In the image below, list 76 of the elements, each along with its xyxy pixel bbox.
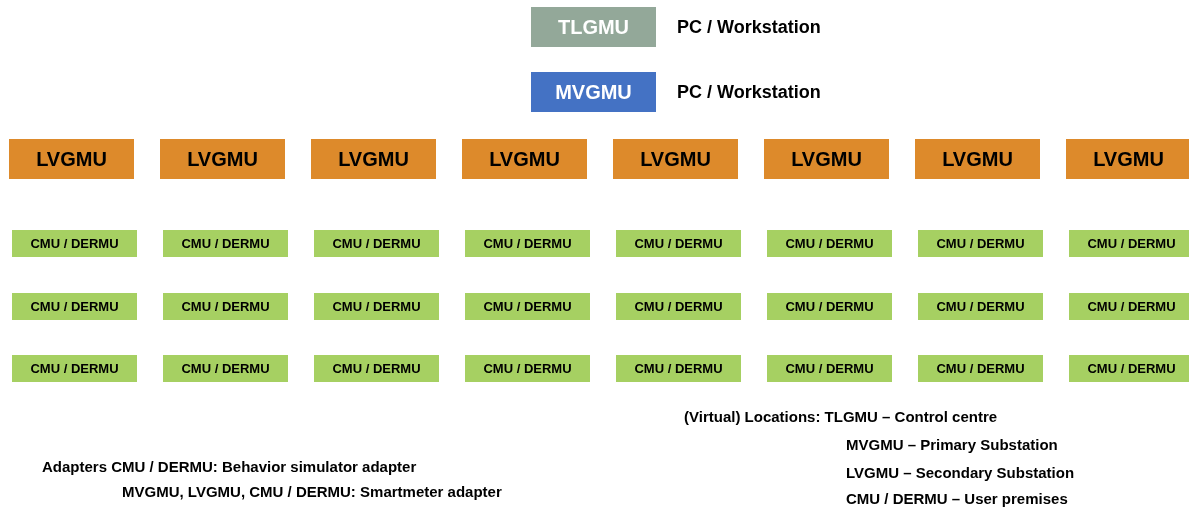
unit-label: CMU / DERMU xyxy=(332,236,421,251)
lvgmu-box xyxy=(462,139,587,179)
cmu-box xyxy=(12,293,137,320)
unit-label: CMU / DERMU xyxy=(936,299,1025,314)
unit-label: CMU / DERMU xyxy=(634,299,723,314)
unit-label: CMU / DERMU xyxy=(30,299,119,314)
cmu-box xyxy=(616,355,741,382)
cmu-box xyxy=(616,230,741,257)
unit-label: CMU / DERMU xyxy=(785,361,874,376)
lvgmu-box xyxy=(613,139,738,179)
cmu-box xyxy=(1069,293,1189,320)
unit-label: CMU / DERMU xyxy=(1087,361,1176,376)
unit-label: CMU / DERMU xyxy=(483,361,572,376)
cmu-box xyxy=(314,293,439,320)
cmu-box xyxy=(163,293,288,320)
unit-label: CMU / DERMU xyxy=(785,299,874,314)
lvgmu-box xyxy=(9,139,134,179)
cmu-box xyxy=(12,355,137,382)
adapter-note: MVGMU, LVGMU, CMU / DERMU: Smartmeter adapter xyxy=(122,483,502,500)
unit-label: LVGMU xyxy=(489,147,560,171)
cmu-box xyxy=(1069,355,1189,382)
cmu-box xyxy=(616,293,741,320)
adapter-note: Adapters CMU / DERMU: Behavior simulator adapter xyxy=(42,458,417,475)
platform-note: PC / Workstation xyxy=(677,17,821,38)
platform-note: PC / Workstation xyxy=(677,82,821,103)
unit-label: LVGMU xyxy=(791,147,862,171)
cmu-box xyxy=(314,355,439,382)
unit-label: CMU / DERMU xyxy=(1087,299,1176,314)
cmu-box xyxy=(918,293,1043,320)
unit-label: CMU / DERMU xyxy=(332,361,421,376)
cmu-box xyxy=(918,230,1043,257)
lvgmu-box xyxy=(160,139,285,179)
unit-label: CMU / DERMU xyxy=(1087,236,1176,251)
unit-label: LVGMU xyxy=(36,147,107,171)
lvgmu-box xyxy=(915,139,1040,179)
unit-label: LVGMU xyxy=(338,147,409,171)
unit-label: CMU / DERMU xyxy=(936,361,1025,376)
cmu-box xyxy=(1069,230,1189,257)
unit-label: LVGMU xyxy=(187,147,258,171)
unit-label: CMU / DERMU xyxy=(30,236,119,251)
unit-label: CMU / DERMU xyxy=(181,361,270,376)
unit-label: CMU / DERMU xyxy=(634,361,723,376)
cmu-box xyxy=(12,230,137,257)
cmu-box xyxy=(767,355,892,382)
lvgmu-box xyxy=(311,139,436,179)
unit-label: CMU / DERMU xyxy=(936,236,1025,251)
unit-label: MVGMU xyxy=(555,80,632,104)
location-note: (Virtual) Locations: TLGMU – Control centre xyxy=(684,408,998,425)
mvgmu-box xyxy=(531,72,656,112)
cmu-box xyxy=(767,230,892,257)
unit-label: TLGMU xyxy=(557,15,630,39)
unit-label: CMU / DERMU xyxy=(785,236,874,251)
cmu-box xyxy=(767,293,892,320)
unit-label: CMU / DERMU xyxy=(634,236,723,251)
unit-label: CMU / DERMU xyxy=(181,236,270,251)
cmu-box xyxy=(163,230,288,257)
unit-label: CMU / DERMU xyxy=(483,299,572,314)
cmu-box xyxy=(465,293,590,320)
unit-label: CMU / DERMU xyxy=(30,361,119,376)
location-note: LVGMU – Secondary Substation xyxy=(846,464,1075,481)
lvgmu-box xyxy=(1066,139,1189,179)
unit-label: LVGMU xyxy=(942,147,1013,171)
unit-label: CMU / DERMU xyxy=(181,299,270,314)
cmu-box xyxy=(465,230,590,257)
lvgmu-box xyxy=(764,139,889,179)
unit-label: LVGMU xyxy=(1093,147,1164,171)
location-note: MVGMU – Primary Substation xyxy=(846,436,1058,453)
cmu-box xyxy=(163,355,288,382)
cmu-box xyxy=(465,355,590,382)
tlgmu-box xyxy=(531,7,656,47)
cmu-box xyxy=(314,230,439,257)
location-note: CMU / DERMU – User premises xyxy=(846,490,1068,507)
unit-label: CMU / DERMU xyxy=(332,299,421,314)
cmu-box xyxy=(918,355,1043,382)
unit-label: LVGMU xyxy=(640,147,711,171)
unit-label: CMU / DERMU xyxy=(483,236,572,251)
